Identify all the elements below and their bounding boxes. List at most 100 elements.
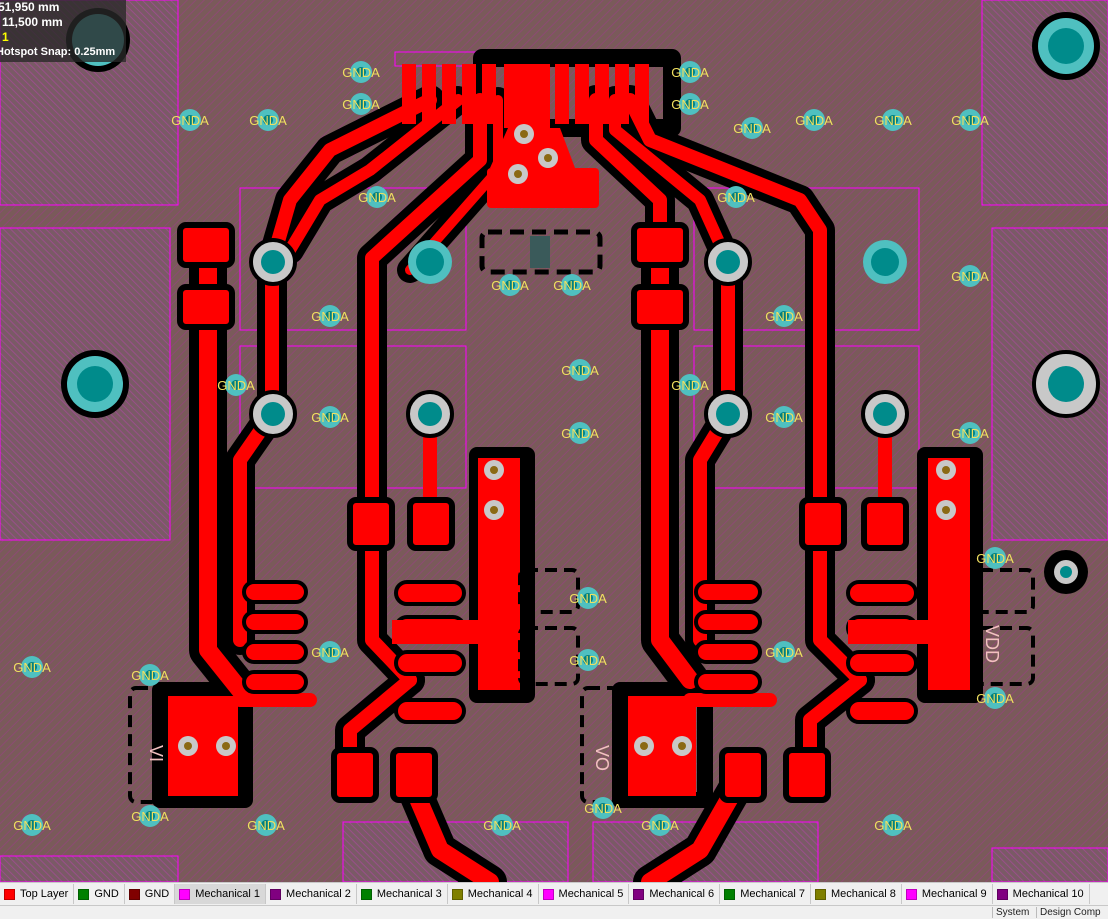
gnda-via-hole bbox=[325, 647, 335, 657]
layer-tab[interactable]: GND bbox=[74, 884, 125, 904]
gnda-net-label: GNDA bbox=[569, 653, 607, 668]
layer-tab[interactable]: Mechanical 3 bbox=[357, 884, 448, 904]
gnda-net-label: GNDA bbox=[311, 645, 349, 660]
gnda-net-label: GNDA bbox=[671, 65, 709, 80]
gnda-via-hole bbox=[567, 280, 577, 290]
layer-tab[interactable]: Mechanical 6 bbox=[629, 884, 721, 904]
snap-setting: Hotspot Snap: 0.25mm bbox=[0, 46, 116, 58]
layer-color-swatch bbox=[996, 888, 1008, 900]
gnda-via-hole bbox=[809, 115, 819, 125]
gnda-net-label: GNDA bbox=[874, 818, 912, 833]
gnda-net-label: GNDA bbox=[569, 591, 607, 606]
gnda-via-hole bbox=[779, 412, 789, 422]
layer-tab[interactable]: Mechanical 4 bbox=[448, 884, 539, 904]
layer-tab-label: GND bbox=[94, 888, 119, 900]
layer-tab-label: Top Layer bbox=[20, 888, 69, 900]
footprint-outline-center bbox=[479, 229, 603, 275]
layer-tab-label: Mechanical 3 bbox=[376, 888, 442, 900]
gnda-via-hole bbox=[965, 271, 975, 281]
gnda-via-hole bbox=[685, 67, 695, 77]
gnda-net-label: GNDA bbox=[358, 190, 396, 205]
gnda-net-label: GNDA bbox=[342, 97, 380, 112]
gnda-via-hole bbox=[261, 820, 271, 830]
layer-color-swatch bbox=[4, 888, 15, 900]
ic-pins bbox=[242, 580, 918, 724]
layer-tab-label: Mechanical 4 bbox=[467, 888, 533, 900]
gnda-via-hole bbox=[990, 693, 1000, 703]
gnda-via-hole bbox=[685, 99, 695, 109]
gnda-via-hole bbox=[27, 662, 37, 672]
pcb-board-canvas[interactable]: GNDA GNDA GNDA GNDA GNDA GNDA GNDA GNDA GNDA GNDA… bbox=[0, 0, 1108, 882]
layer-color-swatch bbox=[633, 888, 645, 900]
gnda-via-hole bbox=[575, 365, 585, 375]
gnda-via-hole bbox=[263, 115, 273, 125]
gnda-via-hole bbox=[731, 192, 741, 202]
gnda-net-label: GNDA bbox=[13, 818, 51, 833]
gnda-via-hole bbox=[990, 553, 1000, 563]
layer-tab[interactable]: Mechanical 1 bbox=[175, 884, 267, 904]
layer-tab[interactable]: Mechanical 2 bbox=[266, 884, 357, 904]
layer-tab-label: GND bbox=[144, 888, 170, 900]
gnda-net-label: GNDA bbox=[671, 97, 709, 112]
layer-tab-label: Mechanical 1 bbox=[195, 888, 261, 900]
layer-tab[interactable]: Top Layer bbox=[0, 884, 75, 904]
layer-tab[interactable]: Mechanical 10 bbox=[993, 884, 1090, 904]
status-design-compiler[interactable]: Design Comp bbox=[1036, 907, 1104, 918]
smd-pads bbox=[177, 222, 909, 803]
layer-tab-label: Mechanical 5 bbox=[558, 888, 624, 900]
layer-tab[interactable]: GND bbox=[125, 884, 176, 904]
gnda-net-label: GNDA bbox=[131, 668, 169, 683]
gnda-via-hole bbox=[356, 99, 366, 109]
small-via-holes bbox=[184, 130, 950, 750]
gnda-net-label: GNDA bbox=[311, 410, 349, 425]
gnda-via-hole bbox=[965, 428, 975, 438]
gnda-via-group: GNDA GNDA GNDA GNDA GNDA GNDA GNDA GNDA GNDA GNDA… bbox=[13, 61, 1014, 836]
layer-color-swatch bbox=[179, 888, 191, 900]
gnda-net-label: GNDA bbox=[765, 410, 803, 425]
layer-tab[interactable]: Mechanical 5 bbox=[539, 884, 630, 904]
gnda-net-label: GNDA bbox=[976, 691, 1014, 706]
status-system[interactable]: System bbox=[992, 907, 1032, 918]
gnda-net-label: GNDA bbox=[171, 113, 209, 128]
gnda-net-label: GNDA bbox=[311, 309, 349, 324]
status-bar: System Design Comp bbox=[0, 905, 1108, 919]
gnda-net-label: GNDA bbox=[13, 660, 51, 675]
layer-color-swatch bbox=[78, 888, 90, 900]
gnda-net-label: GNDA bbox=[483, 818, 521, 833]
gnda-via-hole bbox=[185, 115, 195, 125]
gnda-via-hole bbox=[145, 670, 155, 680]
cursor-x: 51,950 mm bbox=[0, 0, 60, 14]
gnda-via-hole bbox=[747, 123, 757, 133]
gnda-via-hole bbox=[505, 280, 515, 290]
gnda-net-label: GNDA bbox=[561, 363, 599, 378]
layer-color-swatch bbox=[542, 888, 554, 900]
layer-tab-label: Mechanical 10 bbox=[1012, 888, 1084, 900]
layer-tabs-bar: Top Layer GND GND Mechanical 1 Mechanical 2 M… bbox=[0, 882, 1108, 905]
gnda-net-label: GNDA bbox=[491, 278, 529, 293]
layer-tab[interactable]: Mechanical 7 bbox=[720, 884, 812, 904]
gnda-net-label: GNDA bbox=[951, 426, 989, 441]
gnda-net-label: GNDA bbox=[553, 278, 591, 293]
layer-tab-label: Mechanical 7 bbox=[740, 888, 806, 900]
layer-tab[interactable]: Mechanical 8 bbox=[811, 884, 902, 904]
gnda-net-label: GNDA bbox=[671, 378, 709, 393]
layer-tab-label: Mechanical 9 bbox=[921, 888, 987, 900]
layer-tab[interactable]: Mechanical 9 bbox=[902, 884, 993, 904]
ic-tabs bbox=[392, 458, 970, 690]
gnda-via-hole bbox=[231, 380, 241, 390]
gnda-via-hole bbox=[356, 67, 366, 77]
silk-label-vdd: VDD bbox=[982, 625, 1002, 663]
layer-color-swatch bbox=[128, 888, 140, 900]
gnda-via-hole bbox=[145, 811, 155, 821]
cursor-y: 11,500 mm bbox=[2, 15, 63, 29]
gnda-net-label: GNDA bbox=[641, 818, 679, 833]
gnda-via-hole bbox=[497, 820, 507, 830]
layer-color-swatch bbox=[815, 888, 827, 900]
gnda-net-label: GNDA bbox=[874, 113, 912, 128]
layer-color-swatch bbox=[451, 888, 463, 900]
gnda-via-hole bbox=[598, 803, 608, 813]
layer-color-swatch bbox=[905, 888, 917, 900]
gnda-via-hole bbox=[325, 412, 335, 422]
gnda-net-label: GNDA bbox=[131, 809, 169, 824]
layer-index: 1 bbox=[2, 30, 9, 44]
